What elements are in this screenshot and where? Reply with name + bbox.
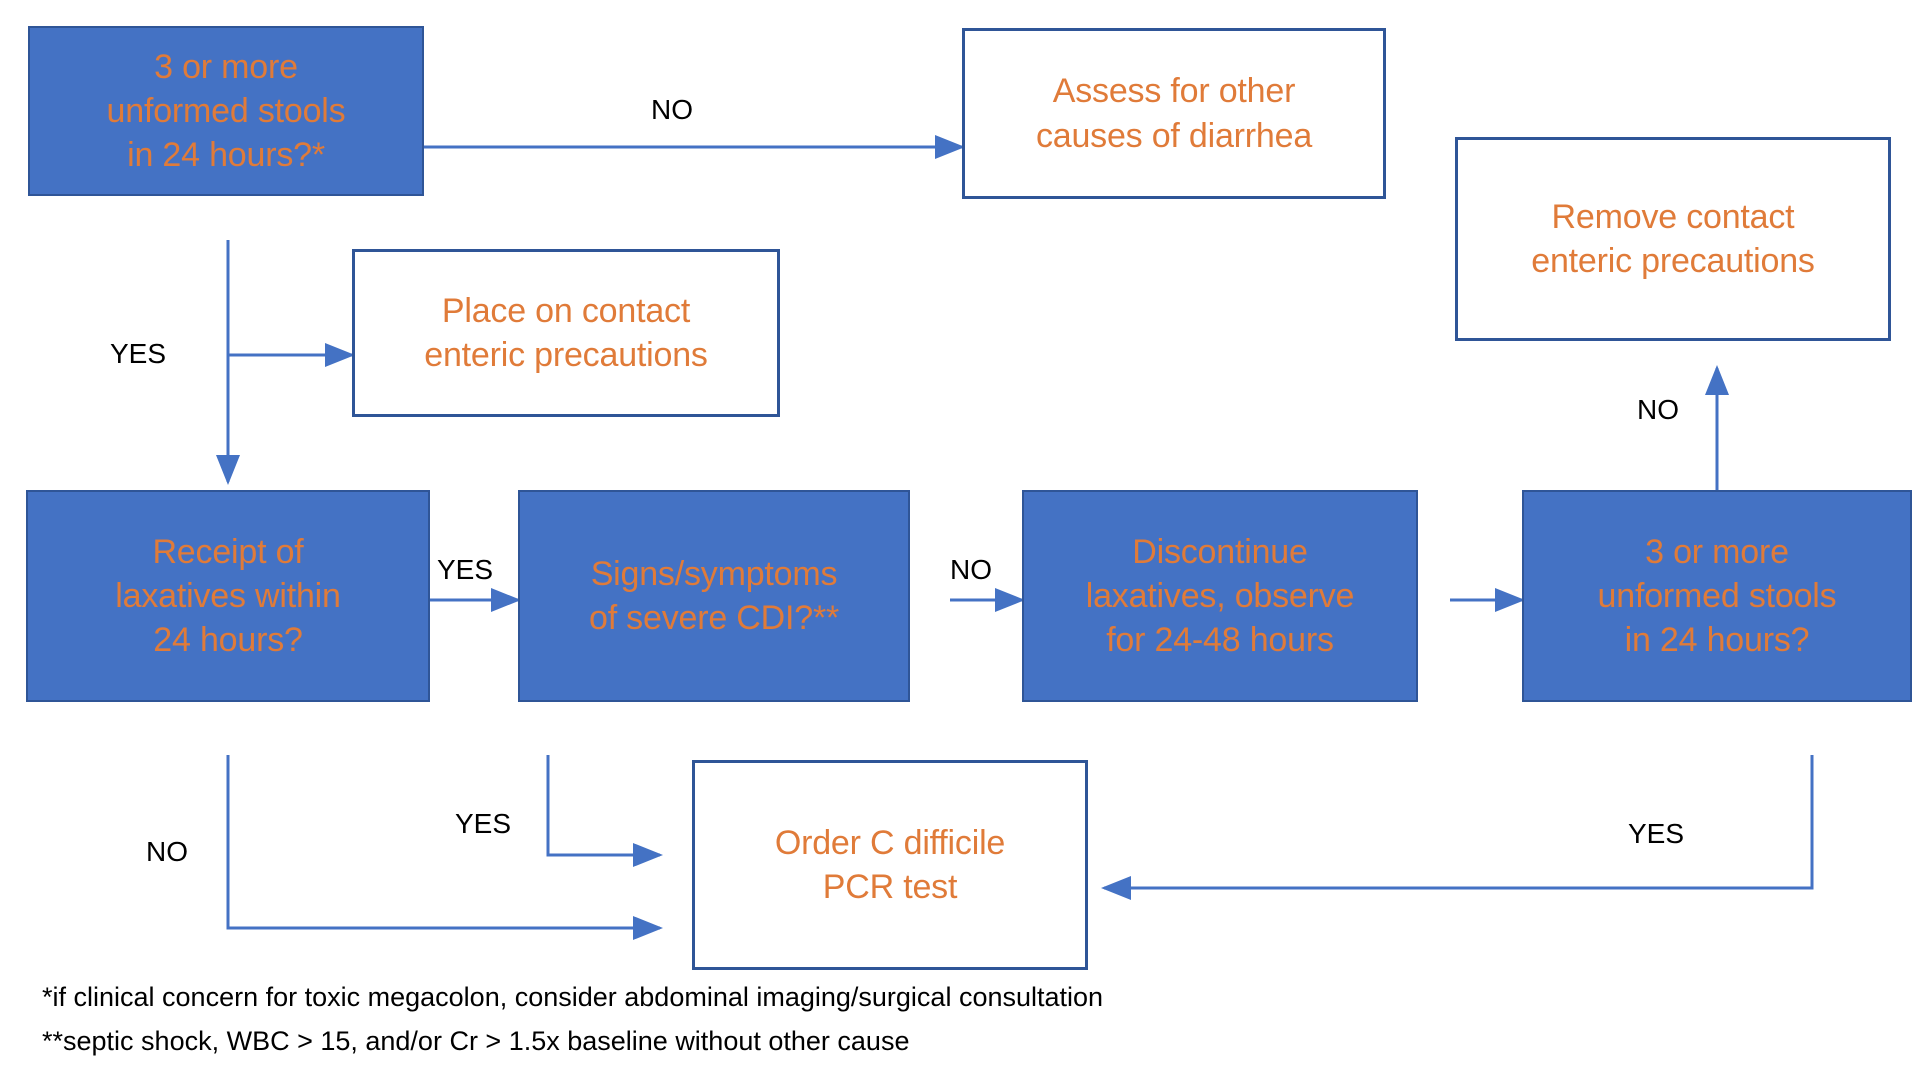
node-remove-contact-precautions[interactable]: Remove contact enteric precautions	[1455, 137, 1891, 341]
edge-label-yes-laxatives: YES	[437, 554, 494, 585]
edge-label-yes-initial: YES	[110, 338, 167, 369]
node-stools-24h-recheck[interactable]: 3 or more unformed stools in 24 hours?	[1522, 490, 1912, 702]
edge-laxatives-no-to-pcr	[226, 755, 663, 940]
node-severe-cdi[interactable]: Signs/symptoms of severe CDI?**	[518, 490, 910, 702]
footnote-toxic-megacolon: *if clinical concern for toxic megacolon…	[42, 982, 1104, 1012]
edge-label-no-laxatives: NO	[146, 836, 188, 867]
edge-label-no-recheck: NO	[1637, 394, 1679, 425]
edge-label-yes-recheck: YES	[1628, 818, 1685, 849]
node-order-pcr-test[interactable]: Order C difficile PCR test	[692, 760, 1088, 970]
edge-label-no-severe-cdi: NO	[950, 554, 992, 585]
edge-label-yes-severe-cdi: YES	[455, 808, 512, 839]
edge-recheck-yes-to-pcr	[1101, 755, 1814, 900]
node-receipt-laxatives[interactable]: Receipt of laxatives within 24 hours?	[26, 490, 430, 702]
node-assess-other-causes[interactable]: Assess for other causes of diarrhea	[962, 28, 1386, 199]
node-place-contact-precautions[interactable]: Place on contact enteric precautions	[352, 249, 780, 417]
node-discontinue-laxatives[interactable]: Discontinue laxatives, observe for 24-48…	[1022, 490, 1418, 702]
footnote-severe-cdi-criteria: **septic shock, WBC > 15, and/or Cr > 1.…	[42, 1026, 910, 1056]
edge-label-no-top: NO	[651, 94, 693, 125]
edge-cdi-yes-to-pcr	[546, 755, 663, 867]
node-stools-24h-initial[interactable]: 3 or more unformed stools in 24 hours?*	[28, 26, 424, 196]
